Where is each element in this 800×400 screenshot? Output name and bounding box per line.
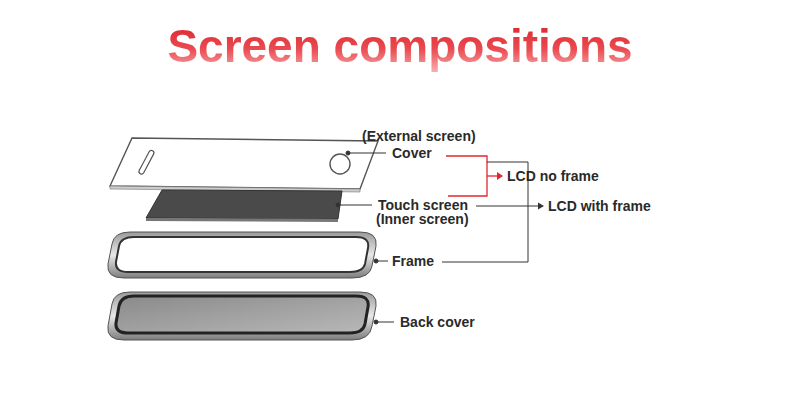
back-cover-part — [108, 292, 376, 340]
part-label: LCD no frame — [507, 168, 599, 184]
part-label: (External screen) — [362, 128, 476, 144]
part-label: Cover — [392, 145, 432, 161]
cover-glass — [110, 138, 378, 192]
part-label: Frame — [392, 253, 434, 269]
touch-screen-panel — [146, 190, 342, 219]
frame-part — [108, 232, 376, 278]
title: Screen compositions — [0, 18, 800, 74]
leader-lines — [336, 151, 394, 324]
part-label: Touch screen — [378, 197, 468, 213]
part-label: Back cover — [400, 314, 475, 330]
part-label: LCD with frame — [548, 198, 651, 214]
part-label: (Inner screen) — [376, 211, 469, 227]
